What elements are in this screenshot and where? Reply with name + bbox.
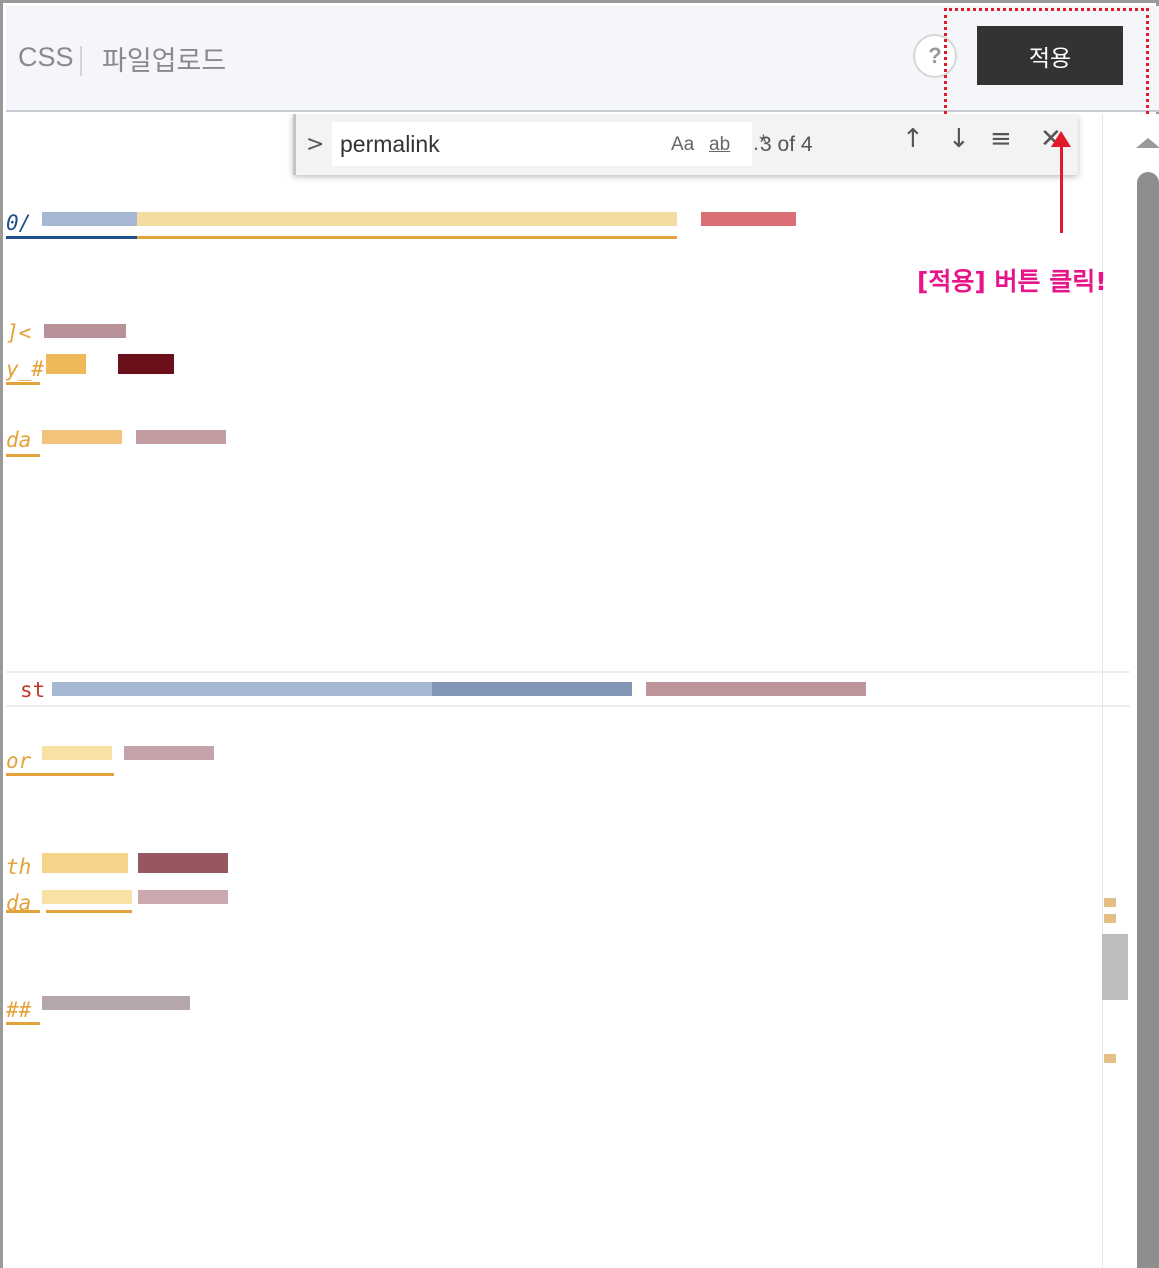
scroll-up-arrow-icon[interactable]: [1136, 138, 1159, 148]
code-prefix: y_#: [6, 357, 44, 381]
annotation-label: [적용] 버튼 클릭!: [917, 267, 1107, 296]
current-line: [6, 671, 1130, 707]
code-prefix: th: [6, 855, 32, 879]
tab-css[interactable]: CSS: [18, 42, 74, 72]
code-prefix: da: [6, 428, 32, 452]
toggle-replace-icon[interactable]: >: [306, 132, 325, 157]
annotation-arrow: [1060, 140, 1063, 233]
use-regex-icon[interactable]: .*: [753, 130, 768, 155]
find-widget: > Aa ab .* 3 of 4 ↑ ↓ ≡ ✕: [293, 114, 1078, 175]
question-icon: ?: [928, 43, 942, 68]
match-case-icon[interactable]: Aa: [671, 134, 695, 155]
tab-separator: [80, 46, 82, 76]
vertical-scrollbar[interactable]: [1137, 172, 1159, 1268]
tab-file-upload[interactable]: 파일업로드: [102, 46, 227, 77]
annotation-arrow-head-icon: [1051, 131, 1071, 147]
next-match-icon[interactable]: ↓: [948, 124, 970, 154]
code-prefix: ##: [6, 998, 32, 1022]
find-input[interactable]: [340, 131, 620, 158]
code-prefix: or: [6, 749, 32, 773]
match-whole-word-icon[interactable]: ab: [709, 134, 731, 155]
previous-match-icon[interactable]: ↑: [902, 124, 924, 154]
minimap-match-marker: [1104, 898, 1116, 907]
minimap-separator: [1102, 114, 1103, 1268]
minimap-match-marker: [1104, 1054, 1116, 1063]
match-count: 3 of 4: [760, 133, 813, 156]
minimap-match-marker: [1104, 914, 1116, 923]
apply-button[interactable]: 적용: [977, 26, 1123, 85]
find-in-selection-icon[interactable]: ≡: [990, 124, 1012, 154]
find-input-box[interactable]: Aa ab .*: [332, 122, 768, 166]
minimap-slider[interactable]: [1102, 934, 1128, 1000]
code-prefix: ]<: [6, 321, 32, 345]
help-button[interactable]: ?: [913, 34, 957, 78]
code-editor[interactable]: 0/ ]< y_# da st: [6, 114, 1159, 1268]
code-prefix: st: [20, 678, 46, 702]
editor-header: CSS 파일업로드 ? 적용: [6, 6, 1159, 112]
code-prefix: 0/: [6, 211, 32, 235]
